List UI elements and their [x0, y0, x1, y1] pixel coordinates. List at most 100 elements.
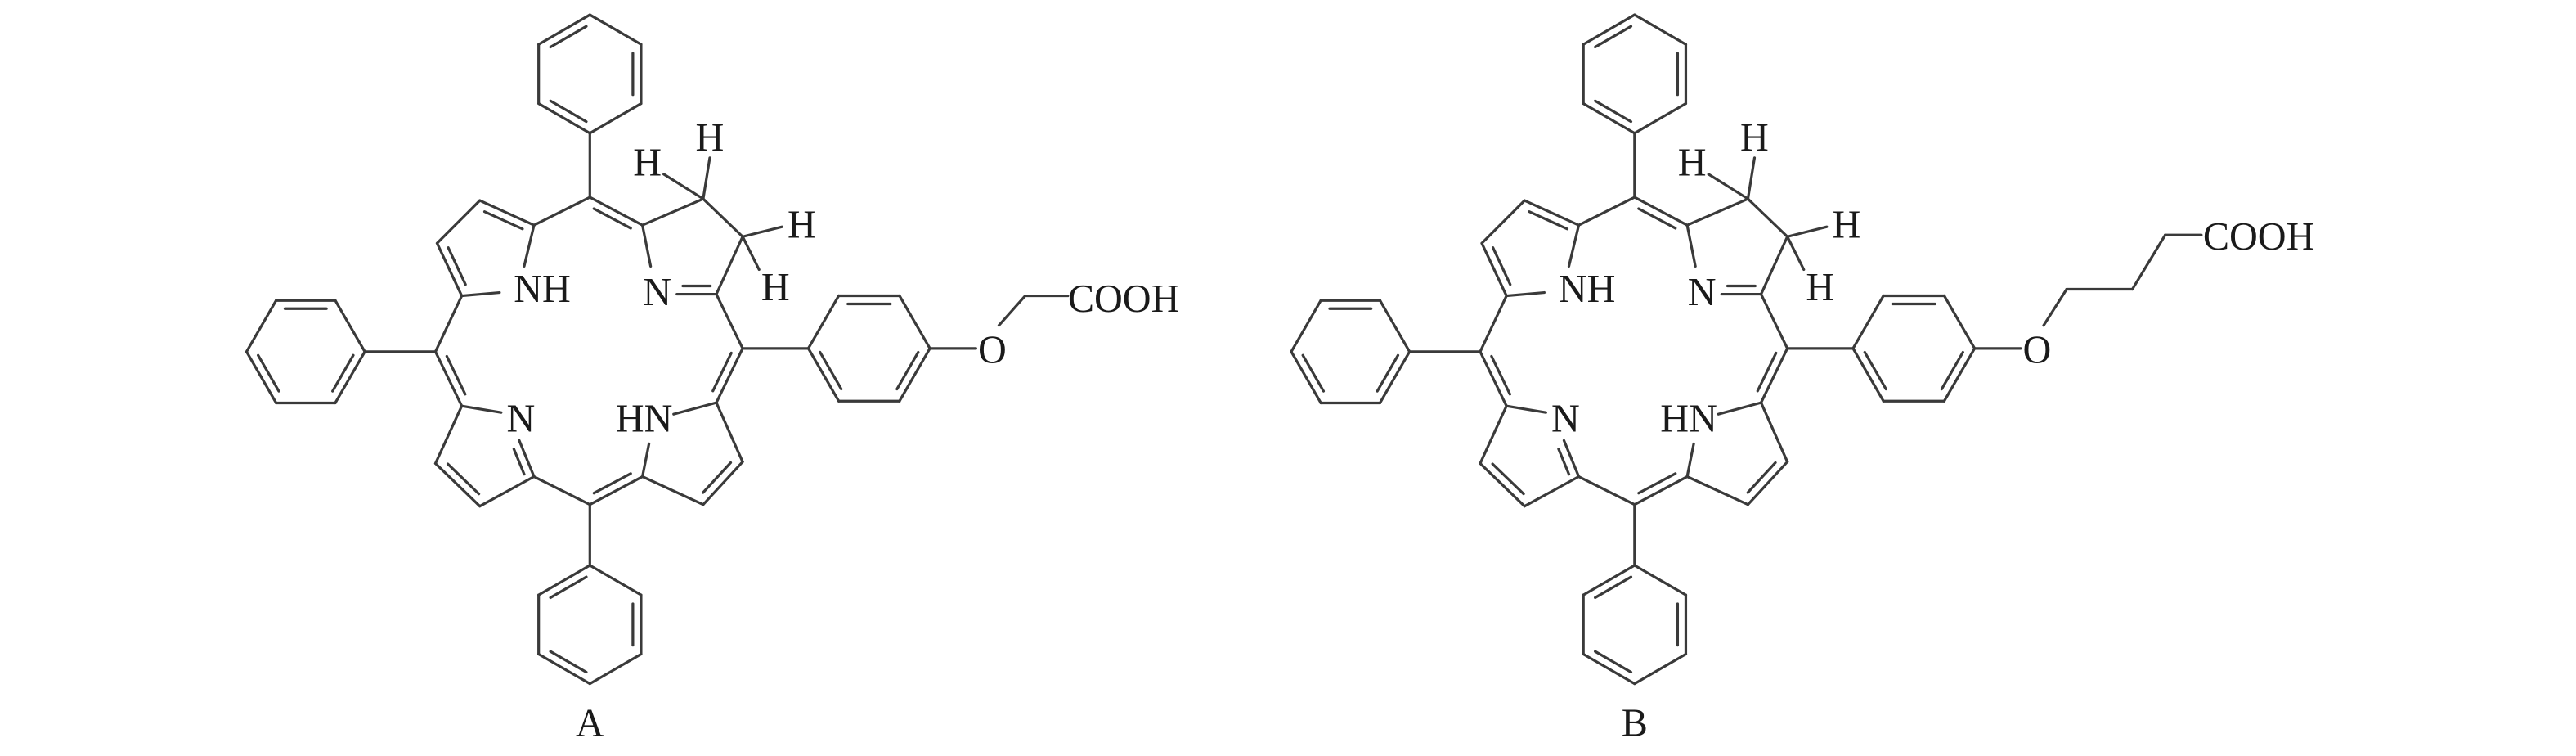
double-bond [702, 460, 744, 506]
double-bond [433, 350, 464, 407]
single-bond [1759, 401, 1789, 464]
nh-label: NH [1559, 268, 1616, 311]
single-bond [433, 404, 464, 466]
double-bond-inner [702, 461, 733, 494]
double-bond-inner [592, 472, 632, 495]
double-bond-inner [711, 351, 733, 393]
single-bond [1786, 225, 1829, 238]
single-bond [1685, 223, 1697, 268]
single-bond [1567, 223, 1581, 268]
ring-double-bond-inner [895, 350, 920, 391]
double-bond-inner [1491, 462, 1525, 496]
single-bond [435, 199, 482, 245]
single-bond [662, 173, 705, 200]
phenyl-left [1290, 299, 1411, 405]
hn-label: HN [616, 398, 673, 441]
ring-double-bond [537, 652, 591, 686]
ring-double-bond-inner [331, 353, 355, 393]
double-bond-inner [445, 354, 467, 396]
single-bond [1505, 290, 1546, 298]
phenyl-left [245, 299, 366, 405]
ether-o-label: O [2023, 328, 2052, 371]
single-bond [1707, 173, 1750, 200]
ring-double-bond [1290, 350, 1322, 405]
h-label: H [1806, 266, 1834, 309]
double-bond-inner [592, 207, 632, 230]
ring-double-bond-inner [549, 650, 588, 674]
ring-bond [1633, 652, 1688, 686]
ring-bond [1851, 294, 1885, 350]
single-bond [1523, 475, 1581, 508]
double-bond [1759, 347, 1789, 404]
h-label: H [1740, 116, 1769, 160]
ring-bond [1633, 13, 1688, 46]
structure-caption: B [1622, 701, 1648, 745]
aryl-right [1851, 294, 1977, 403]
ring-double-bond-inner [1940, 350, 1964, 391]
ring-double-bond [334, 350, 366, 405]
double-bond [435, 241, 464, 298]
ring-double-bond [537, 101, 591, 135]
single-bond [2042, 287, 2068, 327]
ring-double-bond-inner [549, 99, 588, 124]
ring-double-bond-inner [819, 350, 843, 391]
h-label: H [1833, 204, 1861, 247]
ring-double-bond [1378, 350, 1411, 405]
double-bond [1633, 475, 1689, 506]
ring-bond [806, 294, 841, 350]
single-bond [715, 401, 744, 464]
double-bond [588, 196, 644, 227]
ring-double-bond [1942, 347, 1977, 403]
ring-double-bond-inner [1301, 353, 1326, 393]
ring-double-bond [1582, 101, 1636, 135]
cooh-label: COOH [2203, 215, 2315, 259]
single-bond [460, 290, 501, 298]
single-bond [672, 401, 718, 416]
double-bond [1746, 460, 1789, 506]
single-bond [702, 156, 711, 200]
h-label: H [633, 141, 662, 184]
ring-bond [1942, 294, 1977, 350]
single-bond [640, 223, 653, 268]
hn-label: HN [1660, 398, 1717, 441]
phenyl-bottom [537, 564, 643, 686]
single-bond [1685, 442, 1695, 479]
single-bond [1479, 294, 1508, 353]
single-bond [1577, 196, 1636, 227]
single-bond [640, 475, 705, 506]
ring-bond [1290, 299, 1322, 353]
single-bond [1577, 475, 1636, 506]
double-bond-inner [447, 246, 467, 286]
h-label: H [1678, 141, 1707, 184]
single-bond [741, 235, 761, 272]
ring-bond [588, 564, 643, 596]
single-bond [2130, 233, 2167, 291]
ring-double-bond-inner [1594, 650, 1633, 674]
single-bond [460, 404, 503, 414]
single-bond [1717, 401, 1763, 416]
aryl-right [806, 294, 931, 403]
ring-bond [588, 652, 643, 686]
ring-double-bond-inner [257, 353, 280, 393]
double-bond-inner [1492, 246, 1512, 286]
single-bond [1685, 197, 1750, 227]
double-bond-inner [1490, 354, 1511, 396]
ring-bond [588, 101, 643, 135]
single-bond [1759, 235, 1789, 296]
single-bond [532, 475, 591, 506]
double-bond-inner [446, 462, 481, 496]
phenyl-bottom [1582, 564, 1688, 686]
n-label: N [643, 271, 671, 314]
single-bond [997, 294, 1027, 327]
single-bond [715, 292, 744, 350]
ring-double-bond [806, 347, 841, 403]
h-label: H [696, 116, 725, 160]
single-bond [1746, 156, 1757, 200]
cooh-label: COOH [1068, 277, 1180, 321]
double-bond [1523, 199, 1581, 227]
structure-caption: A [576, 701, 604, 745]
single-bond [640, 442, 651, 479]
